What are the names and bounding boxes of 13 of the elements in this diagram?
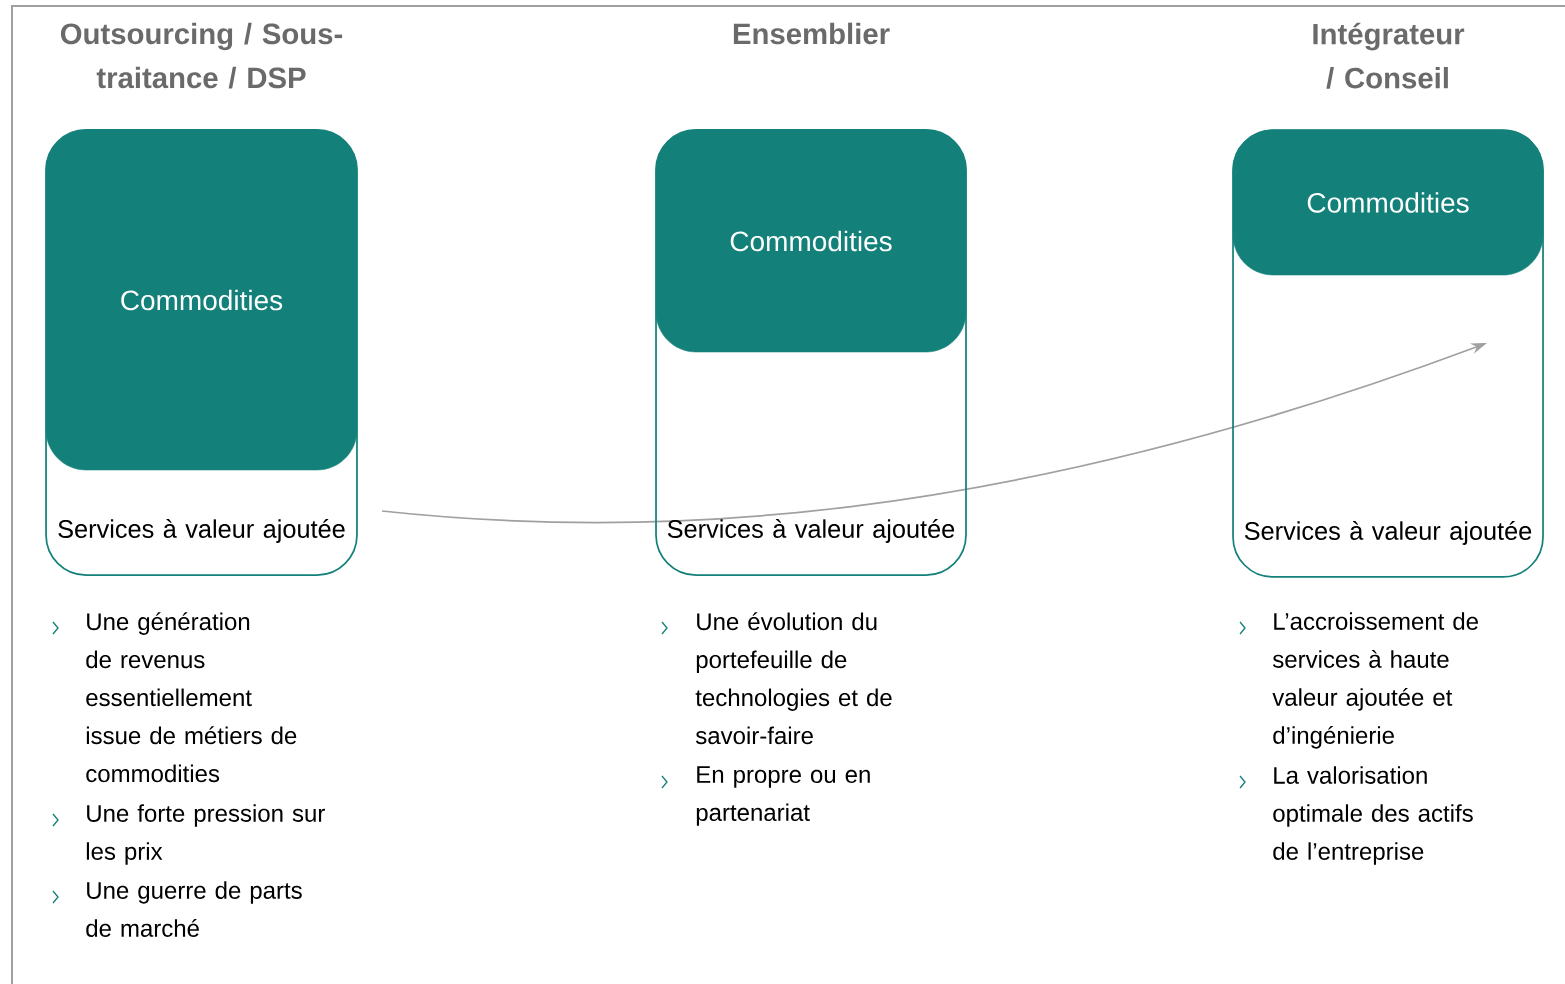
commodity-box: Commodities (45, 129, 358, 471)
bullet-text: Une évolution du portefeuille de technologies et de savoir-faire (695, 612, 892, 745)
bullet-text: Une forte pression sur les prix (86, 804, 325, 865)
commodity-box: Commodities (1232, 129, 1544, 276)
bullet-text: L’accroissement de services à haute valeur ajoutée et d’ingénierie (1272, 612, 1478, 749)
bullet-text: La valorisation optimale des actifs de l’entreprise (1273, 766, 1473, 865)
commodity-box: Commodities (655, 129, 967, 353)
node-label: Outsourcing / Sous-traitance / DSP (60, 22, 343, 89)
bullet-text: Une guerre de parts de marché (86, 881, 302, 937)
node-label: Intégrateur / Conseil (1313, 22, 1465, 89)
bullet-text: Une génération de revenus essentiellement issue de métiers de commodities (86, 612, 297, 783)
node-label: Ensemblier (733, 22, 890, 45)
bullet-text: En propre ou en partenariat (696, 766, 870, 826)
